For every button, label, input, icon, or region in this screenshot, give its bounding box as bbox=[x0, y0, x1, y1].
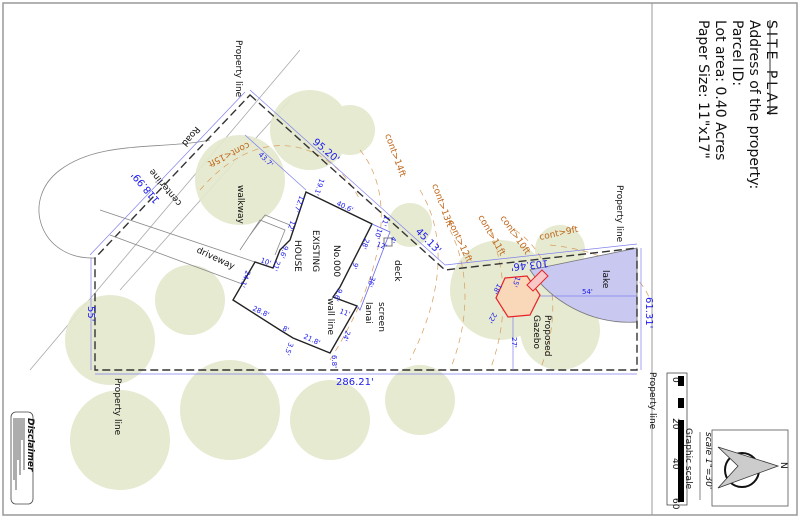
dimension-label: 10' bbox=[259, 256, 272, 267]
walkway-label: walkway bbox=[235, 185, 245, 224]
dimension-label: 286.21' bbox=[336, 377, 374, 388]
dimension-lines bbox=[89, 89, 642, 375]
dimension-label: 28' bbox=[359, 237, 370, 250]
dimension-label: 54' bbox=[582, 288, 593, 296]
lot-area: Lot area: 0.40 Acres bbox=[712, 20, 728, 160]
dimension-label: 9' bbox=[350, 261, 360, 270]
road-label: Road bbox=[179, 124, 201, 148]
scale-tick: 60 bbox=[670, 498, 680, 510]
disclaimer-box: Disclaimer bbox=[10, 411, 35, 505]
graphic-scale-label: Graphic scale bbox=[683, 428, 693, 490]
dimension-label: 55' bbox=[85, 306, 96, 321]
disclaimer-heading: Disclaimer bbox=[25, 418, 35, 472]
gazebo-walk bbox=[526, 269, 549, 292]
dimension-label: 8' bbox=[281, 325, 290, 335]
gazebo-label: Gazebo bbox=[531, 315, 541, 349]
dimension-label: 11' bbox=[338, 307, 351, 318]
dimension-label: 11' bbox=[379, 214, 390, 227]
property-line-label: Property line bbox=[233, 40, 243, 98]
property-line-label: Property line bbox=[614, 185, 624, 243]
existing-house bbox=[232, 191, 373, 354]
contour-label: cont>12ft bbox=[445, 219, 473, 265]
house-label: HOUSE bbox=[292, 240, 302, 272]
dimension-label: 19.1' bbox=[312, 177, 326, 196]
dimension-label: 36' bbox=[365, 275, 376, 288]
dimension-label: 12' bbox=[375, 240, 388, 251]
road-curve bbox=[38, 139, 211, 259]
lake-label: lake bbox=[600, 270, 610, 289]
sheet-title: SITE PLAN bbox=[763, 20, 779, 118]
north-label: N bbox=[778, 462, 788, 469]
dimension-label: 61.31' bbox=[643, 297, 654, 328]
dimension-label: 10' bbox=[372, 227, 383, 240]
existing-label: EXISTING bbox=[310, 230, 320, 272]
graphic-scale: 0 20 40 60 Graphic scale bbox=[666, 372, 693, 510]
property-line-label: Property line bbox=[647, 372, 657, 430]
north-arrow: N bbox=[711, 429, 789, 507]
dimension-label: 24' bbox=[340, 329, 351, 342]
property-boundary bbox=[94, 94, 638, 371]
dimension-label: 3.5' bbox=[283, 341, 295, 356]
lanai-label: lanai bbox=[363, 302, 373, 324]
north-arrow-icon bbox=[717, 446, 780, 489]
dimension-label: 12' bbox=[285, 219, 296, 232]
dimension-label: 103.46' bbox=[510, 257, 549, 272]
dimension-label: 15' bbox=[510, 275, 521, 288]
address-label: Address of the property: bbox=[746, 20, 762, 189]
scale-text: scale 1"=30' bbox=[703, 432, 713, 489]
dimension-label: 27' bbox=[510, 337, 518, 348]
title-block: SITE PLAN Address of the property: Parce… bbox=[695, 20, 779, 189]
scale-tick: 40 bbox=[670, 458, 680, 470]
house-dimensions: 43.7' 19.1' 40.6' 12.7' 12' 9.6' 21' 10'… bbox=[238, 151, 398, 368]
wall-line-label: wall line bbox=[325, 298, 335, 335]
paper-size: Paper Size: 11"x17" bbox=[695, 20, 711, 159]
deck bbox=[383, 237, 393, 247]
parcel-label: Parcel ID: bbox=[729, 20, 745, 86]
dimension-label: 4' bbox=[388, 235, 398, 244]
deck-label: deck bbox=[392, 260, 402, 282]
proposed-label: Proposed bbox=[542, 315, 552, 356]
scale-tick: 0 bbox=[670, 377, 680, 383]
disclaimer-text-lines bbox=[13, 418, 25, 490]
property-line-label: Property line bbox=[112, 378, 122, 436]
dimension-label: 21' bbox=[270, 259, 281, 272]
scale-tick: 20 bbox=[670, 418, 680, 430]
contour-label: cont>14ft bbox=[382, 133, 407, 179]
house-number: No.000 bbox=[331, 245, 341, 277]
screen-label: screen bbox=[376, 302, 386, 332]
screen-lanai bbox=[356, 223, 391, 311]
driveway-walkway bbox=[99, 209, 291, 286]
dimension-label: 6.8' bbox=[330, 355, 338, 368]
